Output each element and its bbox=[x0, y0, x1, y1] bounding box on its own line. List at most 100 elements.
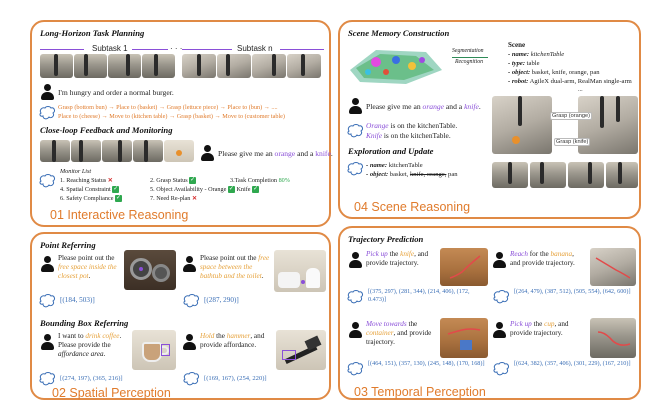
point-query-1: Please point out the free space inside t… bbox=[58, 254, 117, 280]
brain-icon bbox=[39, 372, 55, 386]
traj-query-1: Pick up the knife, and provide trajector… bbox=[366, 250, 429, 267]
panel-title-temporal: 03 Temporal Perception bbox=[354, 385, 486, 399]
feedback-frame-4 bbox=[133, 140, 163, 162]
monitor-item-4: 4. Spatial Constraint ✓ bbox=[60, 186, 120, 194]
explore-frame-1 bbox=[492, 162, 528, 188]
robot-frame-4 bbox=[142, 54, 175, 78]
panel-title-spatial: 02 Spatial Perception bbox=[52, 386, 171, 400]
traj-answer-2: [(264, 479), (387, 512), (505, 554), (64… bbox=[514, 288, 631, 295]
traj-answer-4: [(624, 382), (357, 406), (301, 229), (16… bbox=[514, 360, 631, 367]
bbox-query-2: Hold the hammer, and provide affordance. bbox=[200, 332, 265, 349]
section-title-exploration: Exploration and Update bbox=[348, 146, 434, 156]
panel-interactive-reasoning: Long-Horizon Task Planning Subtask 1 Sub… bbox=[30, 20, 333, 227]
panel-title-scene: 04 Scene Reasoning bbox=[354, 200, 471, 214]
scene-name: - name: kitchenTable bbox=[508, 51, 565, 58]
subtask-1-bracket bbox=[40, 49, 84, 50]
brain-icon bbox=[493, 362, 509, 376]
section-title-scene-memory: Scene Memory Construction bbox=[348, 28, 450, 38]
knife-traj-photo bbox=[440, 248, 488, 286]
explore-frame-3 bbox=[568, 162, 604, 188]
coffee-photo bbox=[132, 330, 176, 370]
explore-frame-4 bbox=[606, 162, 638, 188]
traj-answer-3: [(464, 151), (357, 130), (245, 148), (17… bbox=[368, 360, 485, 367]
subtask-ellipsis: · · · bbox=[170, 44, 183, 53]
check-icon: ✓ bbox=[227, 186, 235, 194]
brain-icon bbox=[347, 162, 363, 176]
segmentation-label: Segmentation bbox=[452, 48, 484, 54]
grasp-knife-label: Grasp (knife) bbox=[554, 138, 591, 146]
cup-traj-photo bbox=[590, 318, 636, 358]
traj-query-4: Pick up the cup, and provide trajectory. bbox=[510, 320, 569, 337]
segmentation-arrow bbox=[452, 57, 488, 58]
feedback-request-text: Please give me an orange and a knife. bbox=[218, 149, 333, 158]
scene-robot: - robot: AgileX dual-arm, RealMan single… bbox=[508, 78, 632, 85]
check-icon: ✓ bbox=[115, 195, 122, 203]
scene-object: - object: basket, knife, orange, pan bbox=[508, 69, 600, 76]
traj-query-2: Reach for the banana, and provide trajec… bbox=[510, 250, 575, 267]
plan-line-2: Place to (cheese) → Move to (kitchen tab… bbox=[58, 113, 285, 120]
scene-answer-knife: Knife is on the kitchenTable. bbox=[366, 131, 451, 140]
panel-scene-reasoning: Scene Memory Construction Segmentation R… bbox=[338, 20, 641, 219]
monitor-item-7: 7. Need Re-plan ✕ bbox=[150, 195, 198, 202]
brain-icon bbox=[493, 290, 509, 304]
brain-icon bbox=[183, 294, 199, 308]
segmentation-point-cloud bbox=[350, 50, 442, 84]
brain-icon bbox=[39, 106, 55, 120]
monitor-item-1: 1. Reaching Status ✕ bbox=[60, 177, 113, 184]
person-icon bbox=[40, 334, 54, 350]
traj-query-3: Move towards the container, and provide … bbox=[366, 320, 432, 346]
person-icon bbox=[200, 145, 214, 161]
robot-frame-3 bbox=[108, 54, 141, 78]
feedback-frame-5 bbox=[164, 140, 194, 162]
point-answer-1: [(184, 503)] bbox=[60, 296, 95, 304]
grasp-orange-label: Grasp (orange) bbox=[550, 112, 592, 120]
brain-icon bbox=[39, 174, 55, 188]
brain-icon bbox=[39, 294, 55, 308]
point-query-2: Please point out the free space between … bbox=[200, 254, 270, 280]
person-icon bbox=[182, 256, 196, 272]
robot-frame-8 bbox=[287, 54, 321, 78]
monitor-item-5: 5. Object Availability - Orange ✓ Knife … bbox=[150, 186, 260, 194]
bathroom-photo bbox=[274, 250, 326, 292]
feedback-frame-1 bbox=[40, 140, 70, 162]
explore-object: - object: basket, knife, orange, pan bbox=[366, 171, 458, 178]
person-icon bbox=[40, 84, 54, 100]
brain-icon bbox=[347, 362, 363, 376]
scene-robot-photo-1 bbox=[492, 96, 552, 154]
container-traj-photo bbox=[440, 318, 488, 358]
robot-frame-1 bbox=[40, 54, 73, 78]
user-request-text: I'm hungry and order a normal burger. bbox=[58, 88, 174, 97]
brain-icon bbox=[183, 372, 199, 386]
panel-title-interactive: 01 Interactive Reasoning bbox=[50, 208, 189, 222]
subtask-n-bracket-r bbox=[280, 49, 324, 50]
brain-icon bbox=[347, 290, 363, 304]
plan-line-1: Grasp (bottom bun) → Place to (basket) →… bbox=[58, 104, 278, 111]
explore-frame-2 bbox=[530, 162, 566, 188]
section-title-bbox-referring: Bounding Box Referring bbox=[40, 318, 129, 328]
feedback-frame-2 bbox=[71, 140, 101, 162]
robot-frame-7 bbox=[252, 54, 286, 78]
person-icon bbox=[182, 334, 196, 350]
cross-icon: ✕ bbox=[107, 177, 113, 184]
panel-spatial-perception: Point Referring Please point out the fre… bbox=[30, 232, 331, 400]
scene-type: - type: table bbox=[508, 60, 540, 67]
recognition-label: Recognition bbox=[455, 59, 484, 65]
point-answer-2: [(287, 290)] bbox=[204, 296, 239, 304]
section-title-feedback: Close-loop Feedback and Monitoring bbox=[40, 125, 173, 135]
robot-frame-2 bbox=[74, 54, 107, 78]
scene-request-text: Please give me an orange and a knife. bbox=[366, 102, 481, 111]
bbox-query-1: I want to drink coffee. Please provide t… bbox=[58, 332, 122, 358]
person-icon bbox=[348, 252, 362, 268]
pot-photo bbox=[124, 250, 176, 290]
section-title-trajectory: Trajectory Prediction bbox=[348, 234, 424, 244]
brain-icon bbox=[347, 124, 363, 138]
robot-frame-6 bbox=[217, 54, 251, 78]
person-icon bbox=[40, 256, 54, 272]
scene-answer-orange: Orange is on the kitchenTable. bbox=[366, 121, 458, 130]
cross-icon: ✕ bbox=[191, 195, 198, 202]
panel-temporal-perception: Trajectory Prediction Pick up the knife,… bbox=[338, 226, 641, 400]
banana-traj-photo bbox=[590, 248, 636, 286]
check-icon: ✓ bbox=[112, 186, 120, 194]
traj-answer-1: [(375, 297), (281, 344), (214, 406), (17… bbox=[368, 288, 470, 303]
subtask-1-label: Subtask 1 bbox=[92, 44, 128, 53]
